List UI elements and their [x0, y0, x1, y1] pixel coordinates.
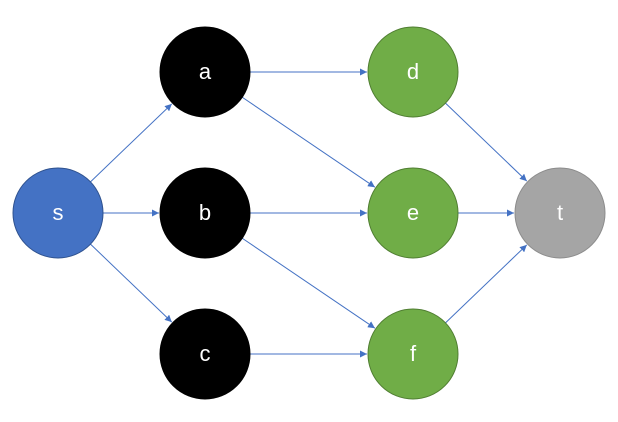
- node-s-label: s: [53, 200, 64, 225]
- node-a: a: [159, 26, 251, 118]
- node-b-label: b: [199, 200, 211, 225]
- edge-s-c: [90, 243, 173, 323]
- edges: [90, 68, 528, 358]
- node-c: c: [159, 308, 251, 400]
- node-b-circle: [159, 167, 251, 259]
- node-a-label: a: [199, 59, 212, 84]
- node-f: f: [367, 308, 459, 400]
- node-t-circle: [514, 167, 606, 259]
- edge-d-t: [445, 102, 528, 182]
- node-e-label: e: [407, 200, 419, 225]
- node-e: e: [367, 167, 459, 259]
- node-e-circle: [367, 167, 459, 259]
- node-c-label: c: [200, 341, 211, 366]
- node-d-label: d: [407, 59, 419, 84]
- node-d-circle: [367, 26, 459, 118]
- node-s-circle: [12, 167, 104, 259]
- edge-f-t: [445, 244, 528, 324]
- node-f-circle: [367, 308, 459, 400]
- node-t: t: [514, 167, 606, 259]
- node-t-label: t: [557, 200, 563, 225]
- node-s: s: [12, 167, 104, 259]
- edge-s-a: [90, 103, 173, 183]
- node-a-circle: [159, 26, 251, 118]
- node-d: d: [367, 26, 459, 118]
- node-b: b: [159, 167, 251, 259]
- edge-b-f: [241, 237, 376, 329]
- node-c-circle: [159, 308, 251, 400]
- node-f-label: f: [410, 341, 417, 366]
- edge-a-e: [241, 96, 376, 188]
